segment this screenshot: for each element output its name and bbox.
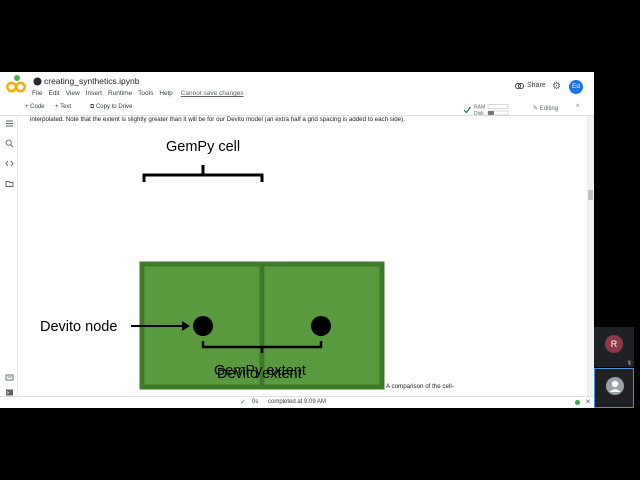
gempy-extent-overlay: GemPy extent (214, 363, 306, 379)
folder-icon[interactable] (5, 179, 14, 188)
header: creating_synthetics.ipynb File Edit View… (0, 72, 594, 100)
person-icon (606, 377, 624, 395)
devito-node-label: Devito node (40, 319, 117, 335)
notebook-content: interpolated. Note that the extent is sl… (26, 116, 586, 400)
arrow-head-icon (182, 321, 190, 331)
left-sidebar (0, 116, 18, 400)
save-warning-link[interactable]: Cannot save changes (180, 90, 244, 97)
terminal-icon[interactable] (5, 388, 14, 397)
chevron-up-icon[interactable]: ^ (576, 104, 580, 111)
vertical-scrollbar[interactable] (587, 116, 594, 400)
devito-node-left (193, 316, 213, 336)
grid-comparison-figure: GemPy cell Devito node Devito extent (40, 139, 385, 400)
gempy-cell-brace (142, 165, 264, 182)
avatar[interactable]: Ed (569, 80, 583, 94)
gempy-cell-label: GemPy cell (166, 139, 240, 155)
menu-tools[interactable]: Tools (138, 90, 154, 97)
notebook-title[interactable]: creating_synthetics.ipynb (44, 76, 140, 86)
editing-mode[interactable]: ✎ Editing (533, 105, 558, 112)
gempy-extent-label: GemPy extent (214, 363, 306, 379)
resource-monitor[interactable]: RAM Disk (464, 103, 512, 117)
menu-view[interactable]: View (65, 90, 80, 97)
menu-file[interactable]: File (32, 90, 43, 97)
ram-label: RAM (474, 105, 485, 111)
toc-icon[interactable] (5, 119, 14, 128)
drive-icon: ⧉ (90, 104, 95, 110)
check-icon (464, 106, 471, 114)
close-icon[interactable]: ✕ (585, 399, 591, 406)
colab-window: creating_synthetics.ipynb File Edit View… (0, 72, 594, 408)
menu-edit[interactable]: Edit (48, 90, 60, 97)
scrollbar-thumb[interactable] (588, 190, 593, 200)
menu-help[interactable]: Help (159, 90, 173, 97)
code-snippets-icon[interactable] (5, 159, 14, 168)
participant-avatar: R (605, 335, 623, 353)
participant-tile[interactable]: R 🎙 (594, 327, 634, 367)
devito-extent-brace (201, 341, 323, 353)
disk-label: Disk (474, 111, 484, 117)
participant-tile-self[interactable] (594, 368, 634, 408)
colab-logo-icon[interactable] (5, 74, 27, 96)
menu-bar: File Edit View Insert Runtime Tools Help… (32, 90, 250, 100)
check-icon: ✓ (240, 399, 246, 406)
github-icon (33, 77, 42, 86)
toolbar: + Code + Text ⧉ Copy to Drive (0, 102, 594, 116)
connection-status-icon (575, 400, 580, 405)
mic-icon: 🎙 (626, 360, 632, 365)
execution-time: 0s (252, 399, 259, 405)
copy-to-drive-button[interactable]: ⧉ Copy to Drive (90, 104, 132, 111)
text-cell-paragraph: interpolated. Note that the extent is sl… (30, 116, 405, 123)
menu-runtime[interactable]: Runtime (107, 90, 133, 97)
devito-node-right (311, 316, 331, 336)
command-palette-icon[interactable] (5, 373, 14, 382)
copy-to-drive-label: Copy to Drive (95, 104, 133, 110)
share-button[interactable]: Share (515, 82, 546, 89)
status-bar: ✓ 0s completed at 9:09 AM ✕ (0, 396, 594, 408)
add-text-button[interactable]: + Text (55, 104, 72, 110)
pencil-icon: ✎ (533, 106, 539, 112)
link-icon (515, 82, 524, 89)
search-icon[interactable] (5, 139, 14, 148)
menu-insert[interactable]: Insert (85, 90, 102, 97)
add-code-button[interactable]: + Code (25, 104, 45, 110)
editing-label: Editing (539, 106, 559, 112)
gear-icon[interactable]: ⚙ (552, 81, 561, 92)
devito-extent-label: Devito extent (217, 366, 302, 382)
completion-message: completed at 9:09 AM (268, 399, 327, 405)
share-label: Share (527, 82, 546, 89)
figure-caption: A comparison of the cell- (386, 383, 454, 390)
